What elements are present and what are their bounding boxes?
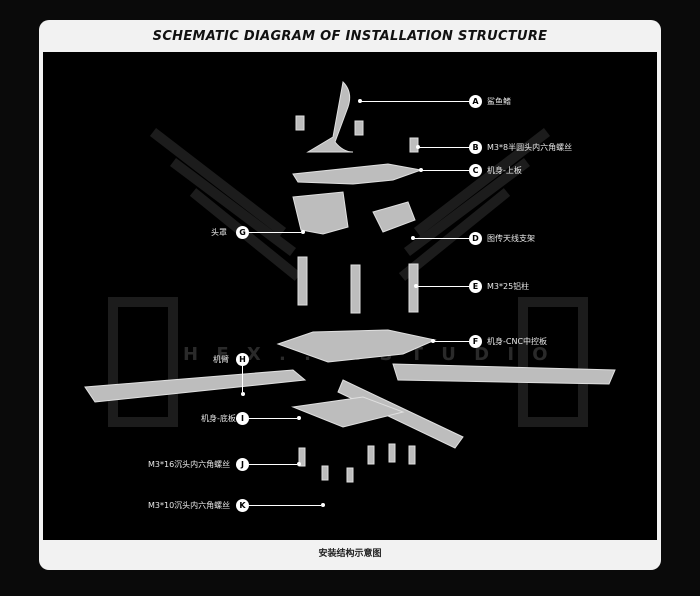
standoff-2 <box>350 264 361 314</box>
callout-c-badge: C <box>469 164 482 177</box>
arm-right <box>392 363 616 385</box>
callout-h-label: 机臂 <box>213 355 229 364</box>
callout-b-label: M3*8半圆头内六角螺丝 <box>487 143 573 152</box>
arm-left <box>84 369 307 403</box>
callout-g-line <box>249 232 301 233</box>
callout-g-badge: G <box>236 226 249 239</box>
callout-e-label: M3*25铝柱 <box>487 282 530 291</box>
screw-j2 <box>367 445 375 465</box>
screw-j1 <box>298 447 306 467</box>
callout-h-badge: H <box>236 353 249 366</box>
cnc-middle-plate <box>276 329 437 363</box>
standoff-1 <box>297 256 308 306</box>
callout-j-anchor <box>297 462 301 466</box>
callout-i-line <box>249 418 297 419</box>
diagram-panel: H E X . . . . S T U D I O <box>43 52 657 540</box>
top-plate <box>292 163 423 185</box>
screw-k2 <box>346 467 354 483</box>
callout-e-badge: E <box>469 280 482 293</box>
callout-d-badge: D <box>469 232 482 245</box>
callout-k-line <box>249 505 321 506</box>
canopy <box>292 191 349 235</box>
diagram-title: SCHEMATIC DIAGRAM OF INSTALLATION STRUCT… <box>152 29 548 44</box>
screw-j3 <box>388 443 396 463</box>
shark-fin <box>306 80 354 153</box>
callout-d-line <box>413 238 469 239</box>
screw-b2 <box>354 120 364 136</box>
callout-j-badge: J <box>236 458 249 471</box>
callout-f-line <box>433 341 469 342</box>
callout-i-label: 机身-底板 <box>201 414 236 423</box>
bottom-plate <box>291 396 405 428</box>
callout-g-label: 头罩 <box>211 228 227 237</box>
screw-k1 <box>321 465 329 481</box>
arm-lower-right <box>337 379 464 449</box>
callout-k-anchor <box>321 503 325 507</box>
callout-d-label: 图传天线支架 <box>487 234 535 243</box>
screw-b1 <box>295 115 305 131</box>
standoff-3 <box>408 263 419 313</box>
screw-j4 <box>408 445 416 465</box>
callout-a-label: 鲨鱼鳍 <box>487 97 511 106</box>
frame-parts <box>84 80 616 483</box>
callout-h-line <box>242 366 243 392</box>
callout-b-badge: B <box>469 141 482 154</box>
callout-h-anchor <box>241 392 245 396</box>
callout-k-label: M3*10沉头内六角螺丝 <box>148 501 231 510</box>
callout-i-badge: I <box>236 412 249 425</box>
callout-e-line <box>416 286 469 287</box>
callout-g-anchor <box>301 230 305 234</box>
callout-a-badge: A <box>469 95 482 108</box>
callout-j-label: M3*16沉头内六角螺丝 <box>148 460 231 469</box>
callout-j-line <box>249 464 297 465</box>
callout-f-badge: F <box>469 335 482 348</box>
diagram-caption: 安装结构示意图 <box>318 549 382 559</box>
callout-i-anchor <box>297 416 301 420</box>
exploded-view: H E X . . . . S T U D I O <box>84 80 616 483</box>
callout-a-line <box>360 101 469 102</box>
callout-f-label: 机身-CNC中控板 <box>487 337 548 346</box>
callout-k-badge: K <box>236 499 249 512</box>
callout-b-line <box>418 147 469 148</box>
callout-c-line <box>421 170 469 171</box>
antenna-mount <box>372 201 416 233</box>
callout-c-label: 机身-上板 <box>487 166 522 175</box>
